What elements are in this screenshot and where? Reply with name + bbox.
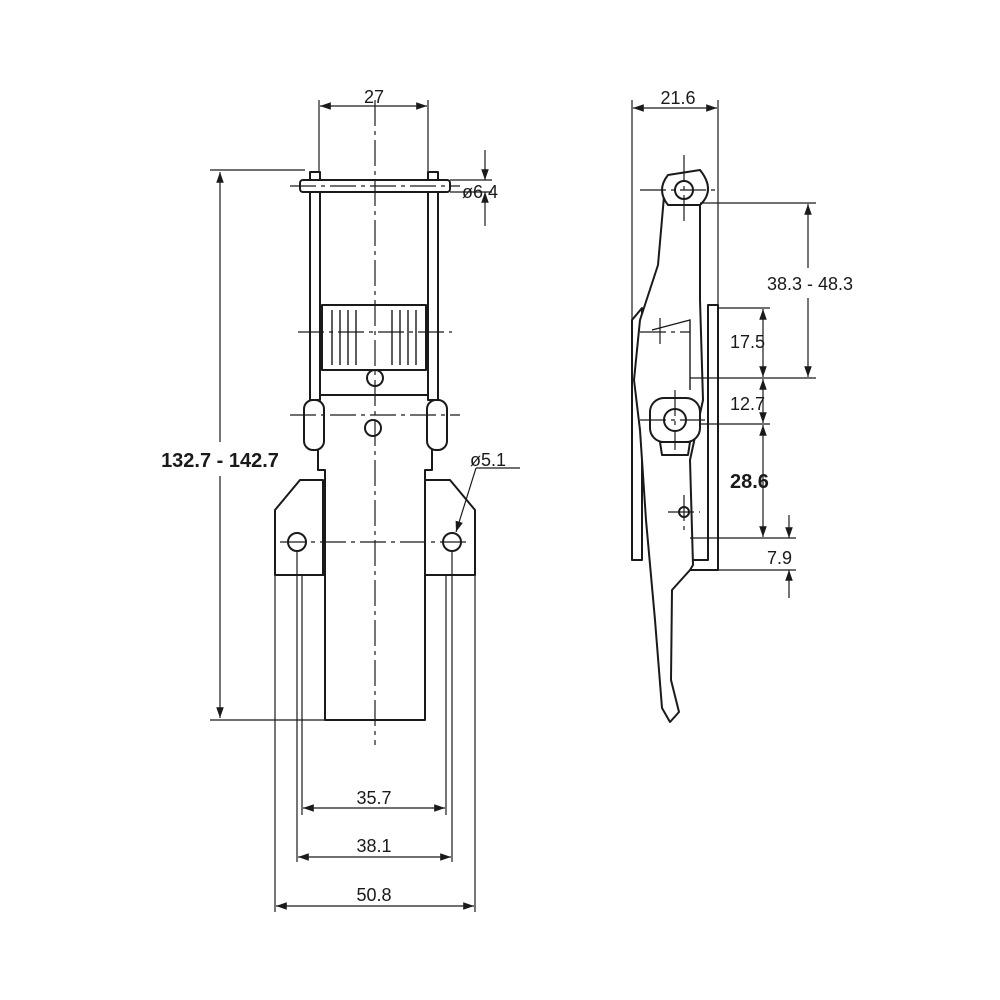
dim-pin-diameter: ø6.4 (462, 182, 498, 202)
dim-overall-height: 132.7 - 142.7 (161, 450, 279, 472)
dim-hole-spacing: 38.1 (356, 836, 391, 856)
dim-inner-width: 35.7 (356, 788, 391, 808)
dim-hole-diameter: ø5.1 (470, 450, 506, 470)
rivet-lower (364, 419, 382, 437)
dim-base-width: 50.8 (356, 885, 391, 905)
right-arm (427, 171, 439, 401)
side-view: 21.6 38.3 - 48.3 17.5 12.7 28.6 7.9 (631, 88, 870, 723)
dim-offset-b: 12.7 (730, 394, 765, 414)
right-lug (426, 399, 448, 451)
dim-adjust-range: 38.3 - 48.3 (767, 274, 853, 294)
dim-top-width: 27 (364, 87, 384, 107)
left-lug (303, 399, 325, 451)
front-view: 27 ø6.4 132.7 - 142.7 ø5.1 35.7 38.1 50.… (140, 87, 520, 912)
dim-offset-a: 17.5 (730, 332, 765, 352)
side-lever-mid (651, 319, 691, 390)
dim-depth: 21.6 (660, 88, 695, 108)
dim-offset-d: 7.9 (767, 548, 792, 568)
spring-housing (321, 304, 427, 371)
dim-offset-c: 28.6 (730, 471, 769, 493)
left-arm (309, 171, 321, 401)
spring-coils (331, 310, 417, 365)
